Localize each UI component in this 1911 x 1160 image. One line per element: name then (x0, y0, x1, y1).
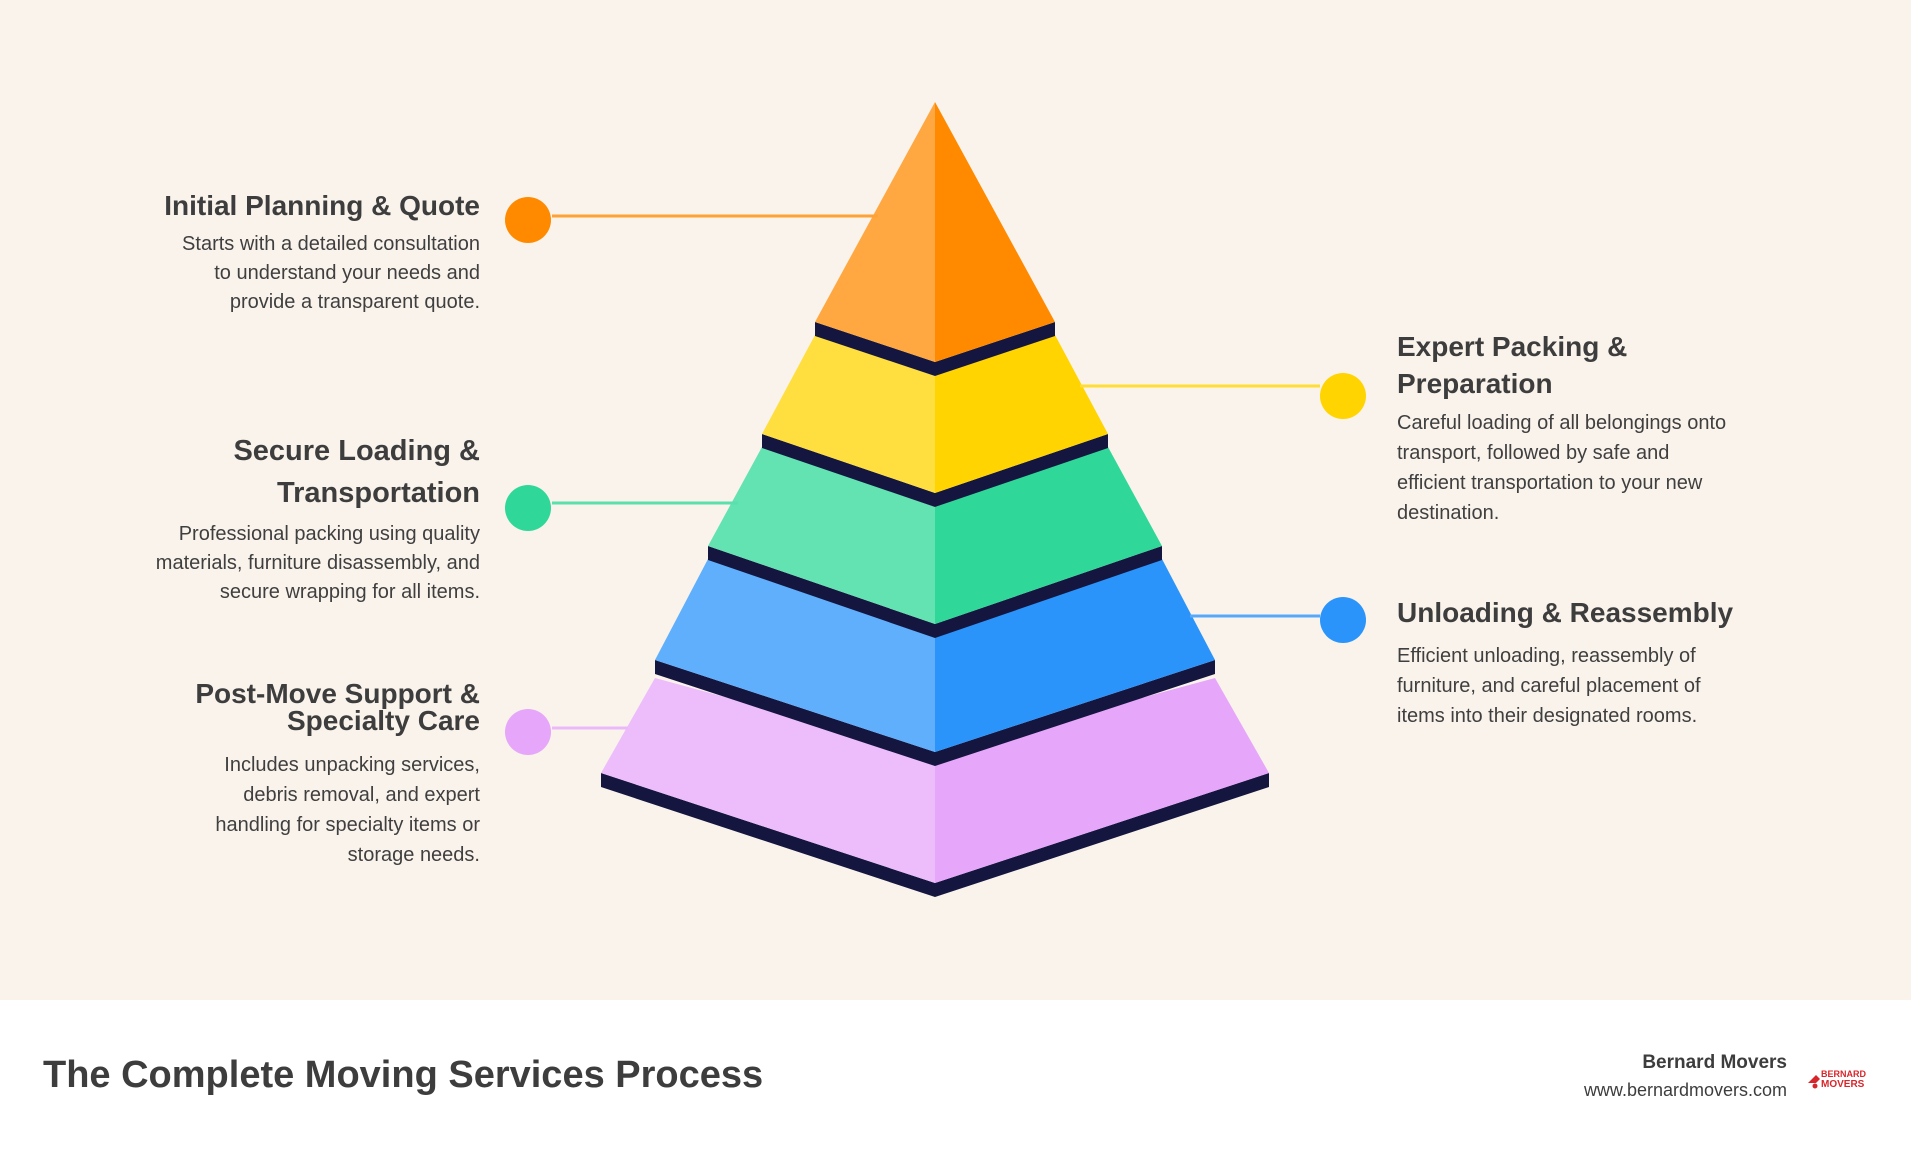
step-4-text: Unloading & Reassembly Efficient unloadi… (1397, 594, 1737, 731)
step-1-title: Initial Planning & Quote (164, 190, 480, 221)
infographic-title: The Complete Moving Services Process (43, 1054, 764, 1096)
logo-text-line1: BERNARD (1821, 1069, 1867, 1079)
step-4-description: Efficient unloading, reassembly of furni… (1397, 645, 1701, 727)
footer-bar: The Complete Moving Services Process Ber… (0, 1000, 1911, 1160)
step-5-text: Post-Move Support & Specialty Care Inclu… (170, 680, 480, 870)
pyramid-layer-1 (815, 102, 1055, 376)
step-4-title: Unloading & Reassembly (1397, 597, 1734, 628)
step-1-text: Initial Planning & Quote Starts with a d… (160, 187, 480, 317)
step-3-description: Professional packing using quality mater… (155, 523, 480, 603)
brand-url[interactable]: www.bernardmovers.com (1583, 1080, 1787, 1100)
pyramid-layer-2 (762, 335, 1108, 507)
pyramid-layer-4 (655, 559, 1215, 766)
step-1-description: Starts with a detailed consultation to u… (182, 233, 480, 313)
step-marker-5 (505, 709, 551, 755)
logo-text-line2: MOVERS (1821, 1079, 1865, 1090)
pyramid-layer-3 (708, 447, 1162, 638)
step-marker-4 (1320, 597, 1366, 643)
step-2-title: Expert Packing & Preparation (1397, 331, 1628, 399)
step-marker-3 (505, 485, 551, 531)
step-5-title: Post-Move Support & Specialty Care (195, 678, 480, 736)
step-3-text: Secure Loading & Transportation Professi… (150, 430, 480, 607)
step-marker-2 (1320, 373, 1366, 419)
brand-name: Bernard Movers (1642, 1052, 1787, 1073)
process-pyramid (505, 102, 1366, 897)
step-2-text: Expert Packing & Preparation Careful loa… (1397, 328, 1737, 528)
step-marker-1 (505, 197, 551, 243)
bernard-movers-logo: BERNARD MOVERS (1808, 1069, 1867, 1090)
infographic-canvas: Initial Planning & Quote Starts with a d… (0, 0, 1911, 1000)
pyramid-layer-5 (601, 678, 1269, 897)
step-3-title: Secure Loading & Transportation (233, 435, 480, 509)
step-2-description: Careful loading of all belongings onto t… (1397, 412, 1727, 524)
step-5-description: Includes unpacking services, debris remo… (215, 754, 480, 866)
